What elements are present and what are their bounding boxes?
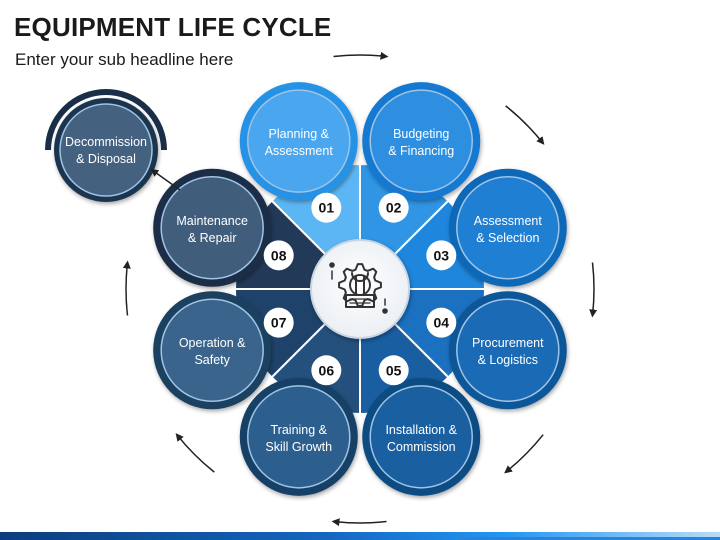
flow-arrow: [122, 260, 131, 316]
stage-label-line2: Commission: [387, 440, 456, 454]
stage-label-line2: & Financing: [388, 144, 454, 158]
badge-number: 03: [434, 247, 450, 263]
badge-number: 06: [319, 362, 335, 378]
stage-disc: [456, 298, 560, 402]
badge-disc: [311, 192, 342, 223]
stage-decommission: Decommission & Disposal: [45, 89, 167, 202]
stage-label-line2: & Selection: [476, 231, 539, 245]
page-subtitle: Enter your sub headline here: [15, 50, 234, 69]
decommission-arc: [45, 89, 167, 151]
hub-disc: [310, 239, 410, 339]
stage-label-line1: Maintenance: [176, 214, 248, 228]
stage-number-badge: 01: [311, 192, 342, 223]
flow-arrow: [331, 518, 387, 527]
stage-07: Operation & Safety: [153, 291, 272, 410]
flow-arrow: [504, 434, 544, 474]
stage-label-line1: Assessment: [474, 214, 543, 228]
stage-number-badge: 06: [311, 355, 342, 386]
badge-disc: [311, 355, 342, 386]
stage-disc: [59, 103, 153, 197]
stage-disc: [247, 89, 351, 193]
stage-label-line2: & Logistics: [478, 353, 538, 367]
stage-disc: [369, 385, 473, 489]
stage-label-line2: & Disposal: [76, 152, 136, 166]
stage-01: Planning & Assessment: [239, 82, 358, 201]
stage-disc: [369, 89, 473, 193]
stage-label-line2: & Repair: [188, 231, 237, 245]
stage-label-line1: Decommission: [65, 135, 147, 149]
footer-accent: [460, 537, 720, 540]
center-hub: [310, 239, 410, 339]
stage-03: Assessment & Selection: [448, 168, 567, 287]
badge-disc: [378, 355, 409, 386]
stage-number-badges: 01 02 03 04 05 06 07 08: [263, 192, 457, 386]
flow-arrows: [122, 51, 598, 527]
stage-02: Budgeting & Financing: [362, 82, 481, 201]
footer-bar: [0, 532, 720, 540]
stage-disc: [160, 298, 264, 402]
flow-arrow: [505, 105, 545, 145]
stage-label-line2: Skill Growth: [265, 440, 332, 454]
stage-06: Training & Skill Growth: [239, 377, 358, 496]
stage-disc: [456, 176, 560, 280]
badge-number: 01: [319, 200, 335, 216]
stage-number-badge: 03: [426, 240, 457, 271]
badge-disc: [378, 192, 409, 223]
badge-disc: [426, 307, 457, 338]
stage-number-badge: 02: [378, 192, 409, 223]
stage-label-line1: Planning &: [269, 127, 330, 141]
stage-number-badge: 04: [426, 307, 457, 338]
flow-arrow: [175, 433, 215, 473]
stage-circles: Operation & Safety Maintenance & RepairTrai…: [45, 82, 567, 496]
badge-number: 02: [386, 200, 402, 216]
flow-arrow: [589, 262, 598, 318]
stage-08: Maintenance & Repair: [153, 168, 272, 287]
stage-04: Procurement & Logistics: [448, 291, 567, 410]
badge-disc: [263, 240, 294, 271]
stage-number-badge: 08: [263, 240, 294, 271]
stage-05: Installation & Commission: [362, 377, 481, 496]
page-title: EQUIPMENT LIFE CYCLE: [14, 12, 332, 42]
stage-label-line1: Procurement: [472, 336, 544, 350]
badge-number: 05: [386, 362, 402, 378]
stage-label-line2: Assessment: [265, 144, 334, 158]
stage-label-line1: Training &: [271, 423, 328, 437]
stage-disc: [160, 176, 264, 280]
badge-number: 07: [271, 315, 287, 331]
stage-number-badge: 05: [378, 355, 409, 386]
stage-disc: [247, 385, 351, 489]
stage-label-line1: Operation &: [179, 336, 246, 350]
stage-number-badge: 07: [263, 307, 294, 338]
stage-label-line2: Safety: [194, 353, 230, 367]
badge-disc: [263, 307, 294, 338]
wrench-gear-icon: [329, 262, 388, 314]
flow-arrow: [333, 51, 389, 60]
badge-number: 08: [271, 247, 287, 263]
badge-disc: [426, 240, 457, 271]
flow-arrow-to-decommission: [150, 168, 181, 191]
badge-number: 04: [434, 315, 450, 331]
stage-label-line1: Budgeting: [393, 127, 449, 141]
stage-label-line1: Installation &: [385, 423, 457, 437]
